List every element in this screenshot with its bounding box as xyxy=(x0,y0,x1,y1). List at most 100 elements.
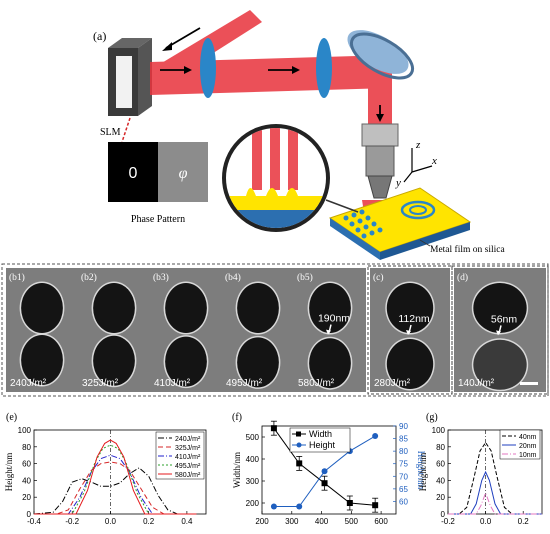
magnifier xyxy=(222,124,359,232)
sem-panel-label: (b4) xyxy=(225,272,241,283)
x-tick-label: 400 xyxy=(315,517,329,526)
sample-ring-outer xyxy=(400,200,436,220)
y-tick-label: 400 xyxy=(246,455,260,464)
hole-bottom xyxy=(21,335,63,385)
hole-bottom xyxy=(386,339,434,389)
sem-panel-label: (b2) xyxy=(81,272,97,283)
data-point xyxy=(372,433,379,440)
x-tick-label: 0.4 xyxy=(181,517,193,526)
y-tick-label: 80 xyxy=(22,443,31,452)
objective-lens xyxy=(361,123,399,199)
y-tick-label: 200 xyxy=(246,499,260,508)
plot-frame xyxy=(261,425,397,515)
x-tick-label: 0.0 xyxy=(105,517,117,526)
y-tick-label: 40 xyxy=(22,476,31,485)
hole-top xyxy=(93,283,135,333)
scale-bar xyxy=(520,382,538,385)
sem-panel: (c) 280J/m² 112nm xyxy=(367,265,453,395)
metal-pointer xyxy=(419,239,431,247)
beam-arrowhead-1 xyxy=(184,66,192,74)
y-tick-label: 80 xyxy=(436,443,445,452)
x-tick-label: 0.0 xyxy=(480,517,492,526)
hole-bottom xyxy=(309,338,351,389)
series-line xyxy=(448,441,542,515)
y2-tick-label: 70 xyxy=(399,472,408,481)
y-tick-label: 60 xyxy=(22,460,31,469)
sem-fluence-label: 495J/m² xyxy=(226,378,263,389)
sample-side-left xyxy=(330,218,380,260)
sem-panel-label: (b5) xyxy=(297,272,313,283)
hole-top xyxy=(21,283,63,333)
sem-fluence-label: 280J/m² xyxy=(374,378,411,389)
x-axis-line xyxy=(411,165,433,173)
y-tick-label: 20 xyxy=(22,493,31,502)
slm-screen xyxy=(116,56,132,108)
sem-panel-label: (c) xyxy=(373,272,384,283)
slm-top xyxy=(108,38,152,48)
metal-caption: Metal film on silica xyxy=(430,244,505,255)
sample-top xyxy=(328,187,472,253)
legend-label: 410J/m² xyxy=(175,454,201,461)
hole-top xyxy=(473,283,527,333)
series-line xyxy=(34,439,197,515)
phase-zero-label: 0 xyxy=(129,165,138,182)
lens-2 xyxy=(316,38,332,98)
lens-1 xyxy=(200,38,216,98)
neck-width-label: 56nm xyxy=(491,313,518,325)
mag-metal xyxy=(226,188,326,212)
sem-panel-label: (d) xyxy=(457,272,468,283)
y-tick-label: 0 xyxy=(441,510,446,519)
legend-marker xyxy=(296,431,301,437)
plot-frame xyxy=(33,429,207,515)
panel-f-label: (f) xyxy=(232,412,242,423)
y-tick-label: 100 xyxy=(18,426,32,435)
y2-tick-label: 75 xyxy=(399,460,408,469)
series-line xyxy=(448,470,542,515)
y2-axis-label: Height/nm xyxy=(416,451,426,490)
sem-frame xyxy=(367,265,453,395)
objective-tip xyxy=(367,175,393,199)
x-tick-label: -0.2 xyxy=(65,517,79,526)
axis-z-label: z xyxy=(415,139,421,151)
sem-panel: (b2) 325J/m² xyxy=(78,268,150,392)
y-axis-label: Width/nm xyxy=(232,452,242,488)
y2-tick-label: 60 xyxy=(399,497,408,506)
slm-device xyxy=(108,38,152,116)
legend-marker xyxy=(296,442,302,448)
y-tick-label: 0 xyxy=(27,510,32,519)
sem-panel: (b1)240J/m² xyxy=(6,268,78,392)
sem-panel: (b3)410J/m² xyxy=(150,268,222,392)
hole-bottom xyxy=(165,336,207,387)
y-tick-label: 20 xyxy=(436,493,445,502)
legend-label: Height xyxy=(309,440,336,450)
objective-body xyxy=(365,145,395,177)
y2-tick-label: 80 xyxy=(399,447,408,456)
beam-arrowhead-3 xyxy=(376,114,384,122)
legend-label: 20nm xyxy=(519,443,537,450)
slm-label: SLM xyxy=(100,127,121,138)
sample-side-right xyxy=(380,222,470,260)
sem-fluence-label: 140J/m² xyxy=(458,378,495,389)
data-point xyxy=(321,468,328,475)
hole-top xyxy=(165,283,207,333)
objective-top xyxy=(361,123,399,147)
mirror-face xyxy=(347,30,409,74)
neck-width-label: 112nm xyxy=(398,313,430,325)
mag-beam-1 xyxy=(252,128,262,190)
series-line xyxy=(33,467,197,515)
mirror-rim xyxy=(349,32,415,80)
sem-fluence-label: 325J/m² xyxy=(82,378,119,389)
x-tick-label: 600 xyxy=(374,517,388,526)
y-tick-label: 500 xyxy=(246,433,260,442)
mag-beam-2 xyxy=(270,128,280,190)
sem-panel: (b4) 495J/m² xyxy=(222,268,294,392)
panel-a-label: (a) xyxy=(93,29,106,43)
